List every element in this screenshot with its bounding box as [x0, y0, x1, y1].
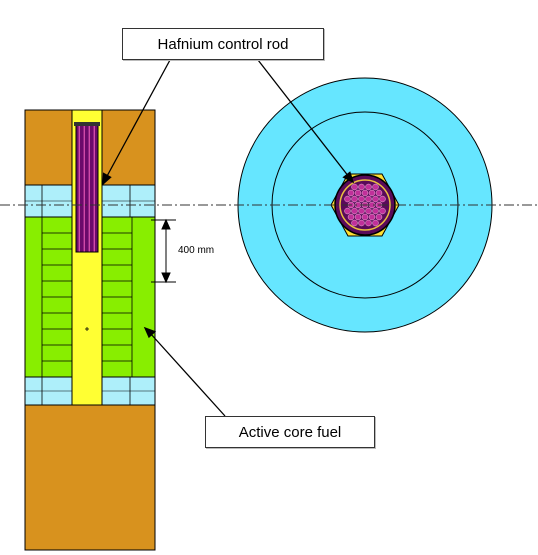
- leader-rod-axial: [105, 59, 171, 179]
- axial-section: [24, 109, 156, 551]
- leader-lines: [102, 59, 355, 417]
- control-rod-cap: [74, 122, 100, 126]
- arrowhead-fuel: [143, 326, 157, 339]
- leader-rod-radial: [257, 59, 350, 178]
- hafnium-control-rod: [75, 123, 99, 253]
- active-core-fuel-callout: Active core fuel: [205, 416, 375, 448]
- dimension-label: 400 mm: [178, 245, 215, 256]
- control-rod-callout: Hafnium control rod: [122, 28, 324, 60]
- lower-reflector: [24, 404, 156, 551]
- arrowhead-rod-axial: [102, 172, 112, 186]
- hafnium-pins: [344, 183, 386, 227]
- dimension-400mm: [151, 218, 176, 284]
- leader-fuel: [149, 332, 226, 417]
- arrowhead-rod-radial: [342, 171, 355, 184]
